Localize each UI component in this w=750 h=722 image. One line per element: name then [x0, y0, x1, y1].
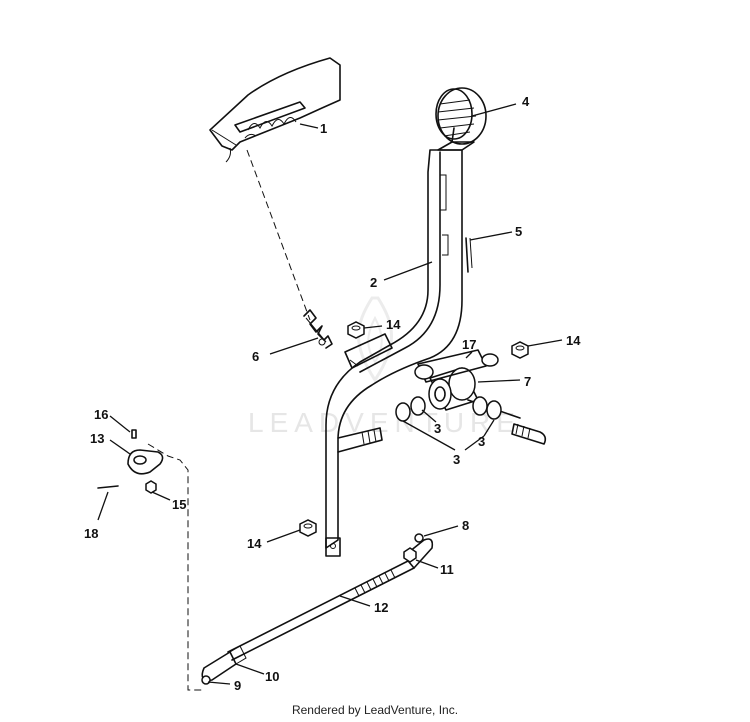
callout-18: 18: [84, 526, 98, 541]
nut-upper-right: [511, 341, 529, 359]
callout-9: 9: [234, 678, 241, 693]
callout-16: 16: [94, 407, 108, 422]
brake-rod: [201, 533, 434, 685]
callout-17: 17: [462, 337, 476, 352]
pivot-bushing: [395, 349, 502, 422]
callout-8: 8: [462, 518, 469, 533]
callout-14: 14: [566, 333, 581, 348]
callout-10: 10: [265, 669, 279, 684]
callout-5: 5: [515, 224, 522, 239]
nut-lower: [299, 519, 317, 537]
callout-3: 3: [434, 421, 441, 436]
pedal-arm: [325, 149, 463, 557]
cotter-pin: [465, 237, 473, 273]
spring: [303, 309, 333, 349]
callout-1: 1: [320, 121, 327, 136]
callout-7: 7: [524, 374, 531, 389]
callout-3: 3: [478, 434, 485, 449]
callout-13: 13: [90, 431, 104, 446]
render-credit: Rendered by LeadVenture, Inc.: [291, 703, 459, 717]
callout-6: 6: [252, 349, 259, 364]
parts-diagram: LEADVENTURE: [84, 57, 581, 693]
callout-2: 2: [370, 275, 377, 290]
leader-lines: [97, 103, 563, 685]
left-bracket: [97, 429, 205, 691]
callout-4: 4: [522, 94, 530, 109]
callout-14: 14: [386, 317, 401, 332]
callout-labels: 1 2 3 3 3 4 5 6 7 8 9 10 11 12 13 14 14 …: [84, 94, 581, 693]
fender-bracket: [209, 57, 341, 163]
nut-upper-left: [347, 321, 365, 339]
spring-path: [246, 149, 311, 321]
callout-12: 12: [374, 600, 388, 615]
pedal-pad: [435, 87, 487, 151]
callout-15: 15: [172, 497, 186, 512]
callout-14: 14: [247, 536, 262, 551]
callout-3: 3: [453, 452, 460, 467]
callout-11: 11: [440, 562, 454, 577]
